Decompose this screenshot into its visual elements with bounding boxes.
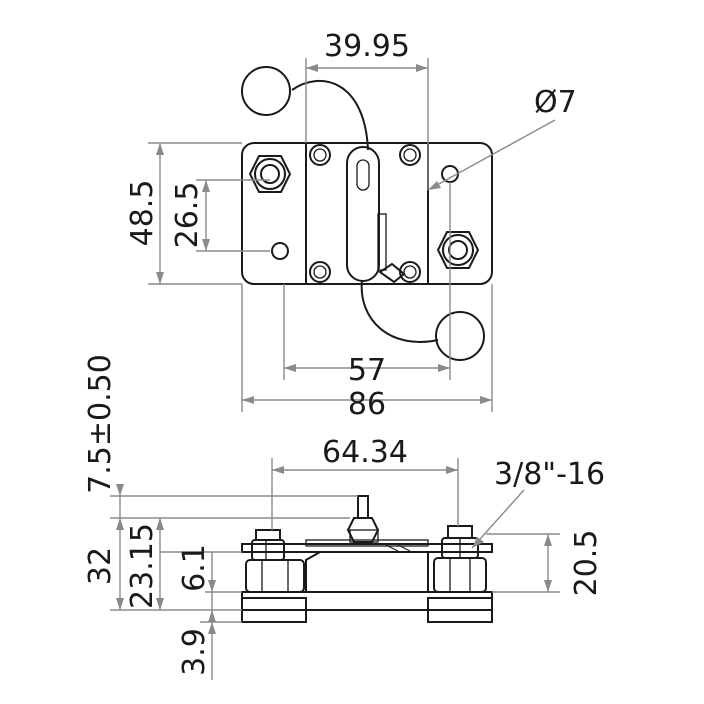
dim-foot-height: 3.9 — [177, 628, 212, 676]
dim-base-step: 6.1 — [177, 544, 212, 592]
base-plate — [241, 142, 493, 285]
dim-lever-height: 7.5±0.50 — [83, 354, 118, 494]
dim-top-pitch: 39.95 — [324, 29, 410, 64]
mounting-hole — [271, 242, 289, 260]
cap-tether-top — [291, 79, 369, 151]
cap-tether-bottom — [360, 279, 439, 343]
dim-stud-pitch: 64.34 — [322, 435, 408, 470]
reset-lever — [346, 495, 380, 543]
housing-screw — [399, 144, 421, 166]
side-stud-right — [433, 525, 487, 593]
dim-stud-height: 20.5 — [569, 530, 604, 597]
dim-height-holes: 26.5 — [170, 182, 205, 249]
side-view — [241, 495, 493, 623]
terminal-stud-right — [436, 231, 480, 269]
side-body — [305, 551, 429, 592]
housing-screw — [309, 261, 331, 283]
dim-body-height: 23.15 — [125, 523, 160, 609]
dim-height-total: 48.5 — [125, 180, 160, 247]
top-dimensions: 39.95 Ø7 48.5 26.5 57 86 — [125, 29, 577, 422]
terminal-cap-top — [241, 66, 291, 116]
dim-hole-pitch: 57 — [348, 353, 386, 388]
terminal-cap-bottom — [435, 311, 485, 361]
side-stud-left — [245, 529, 305, 593]
dim-thread: 3/8"-16 — [494, 457, 605, 492]
reset-lever-slot — [346, 146, 380, 282]
housing-screw — [399, 261, 421, 283]
dim-hole-diameter: Ø7 — [534, 85, 577, 120]
dim-width-total: 86 — [348, 387, 386, 422]
side-dimensions: 64.34 3/8"-16 7.5±0.50 32 23.15 6.1 — [83, 354, 605, 680]
terminal-stud-left — [248, 155, 292, 193]
top-view — [241, 66, 493, 361]
dim-total-height: 32 — [83, 547, 118, 585]
housing-screw — [309, 144, 331, 166]
side-base — [241, 591, 493, 611]
